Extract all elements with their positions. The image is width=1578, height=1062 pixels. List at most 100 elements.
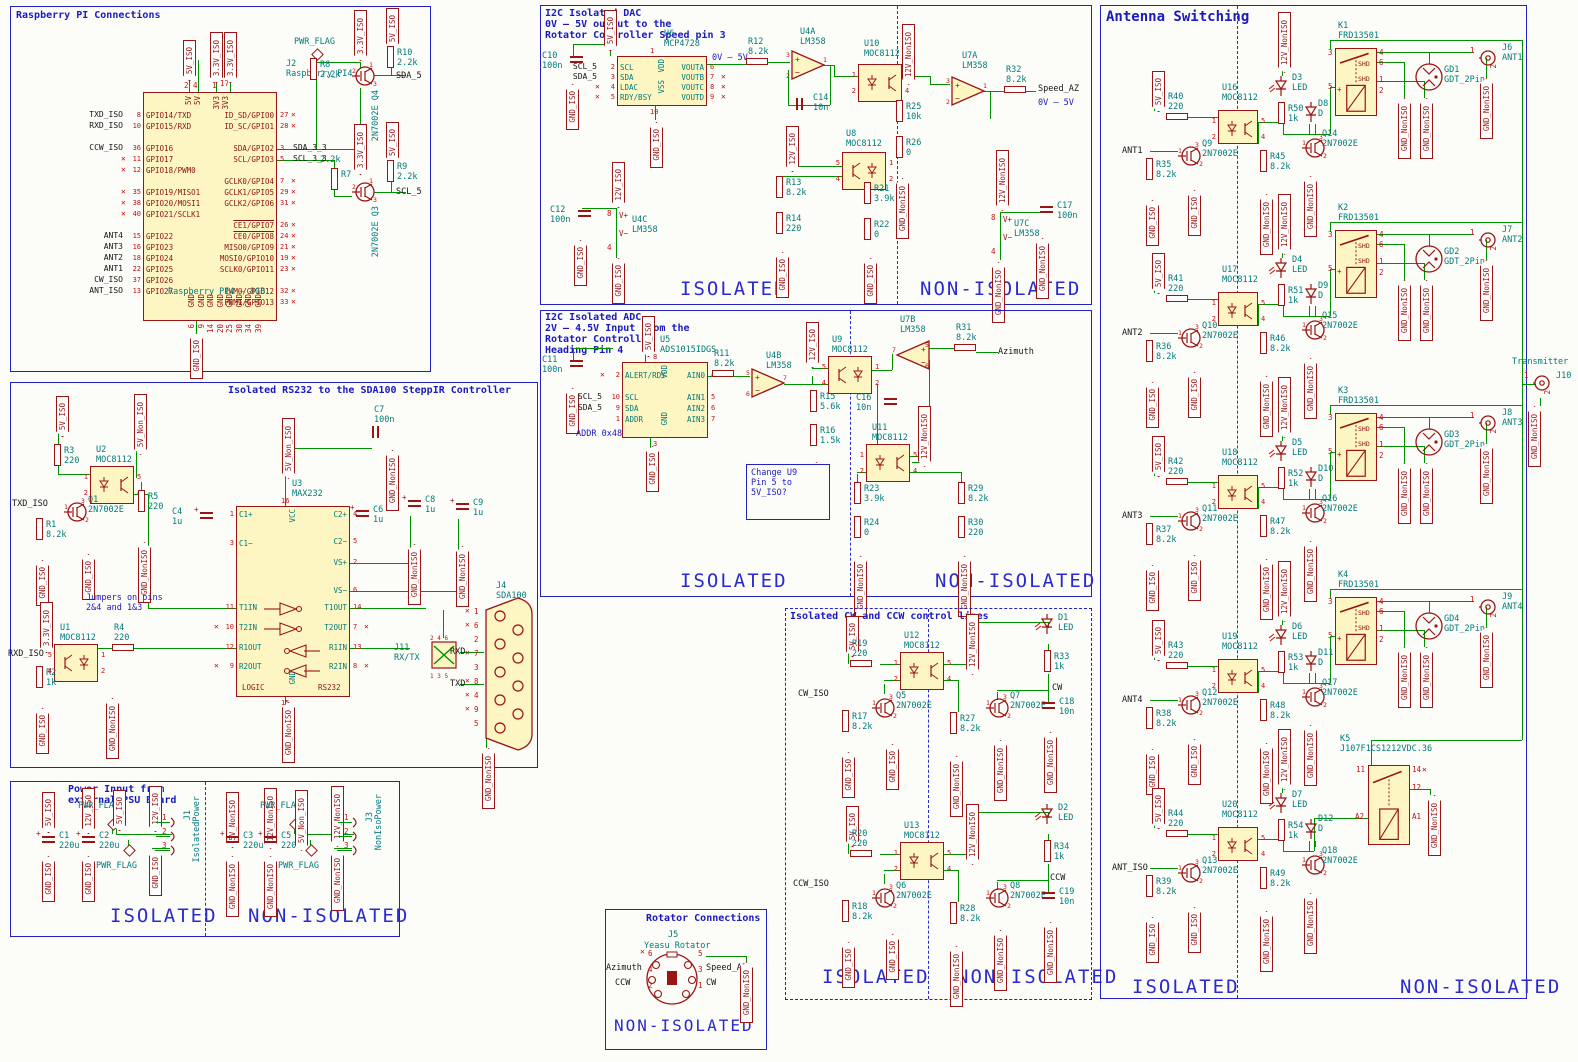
net-label-cw[interactable]: CW xyxy=(706,978,717,988)
ic-U6[interactable] xyxy=(617,56,707,106)
connector-J9[interactable] xyxy=(1479,598,1497,616)
power-flag-5v-iso[interactable]: 5V_ISO xyxy=(183,40,196,81)
opamp-U7A[interactable]: +−321 xyxy=(946,76,987,106)
resistor-R12[interactable] xyxy=(746,58,768,65)
led-D3[interactable] xyxy=(1268,76,1288,96)
resistor-R51[interactable] xyxy=(1278,284,1285,306)
resistor-R30[interactable] xyxy=(958,516,965,538)
power-flag-12v-noniso[interactable]: 12V_NonISO xyxy=(902,24,915,85)
power-flag-3-3v-iso[interactable]: 3.3V_ISO xyxy=(354,124,367,175)
resistor-R33[interactable] xyxy=(1044,650,1051,672)
resistor-R9[interactable] xyxy=(387,160,394,182)
opamp-U7B[interactable]: +−567 xyxy=(892,340,931,370)
power-flag-gnd-noniso[interactable]: GND_NonISO xyxy=(950,946,963,1007)
transistor-Q8[interactable]: 132 xyxy=(986,883,1012,910)
power-flag-gnd-iso[interactable]: GND_ISO xyxy=(1188,555,1201,602)
resistor-R1[interactable] xyxy=(36,518,43,540)
power-flag-gnd-iso[interactable]: GND_ISO xyxy=(1146,917,1159,964)
net-label-rxd-iso[interactable]: RXD_ISO xyxy=(89,121,123,130)
net-label-ccw[interactable]: CCW xyxy=(1050,873,1066,883)
capacitor-C12[interactable] xyxy=(578,210,591,213)
power-flag-5v-iso[interactable]: 5V_ISO xyxy=(1152,253,1165,294)
resistor-R28[interactable] xyxy=(950,902,957,924)
net-label-ant2[interactable]: ANT2 xyxy=(1122,328,1143,338)
net-label-sda-5[interactable]: SDA_5 xyxy=(396,71,422,81)
gas-discharge-tube-GD4[interactable] xyxy=(1414,611,1444,641)
resistor-R48[interactable] xyxy=(1260,699,1267,721)
net-label-ccw-iso[interactable]: CCW_ISO xyxy=(89,143,123,152)
power-flag-gnd-noniso[interactable]: GND_NonISO xyxy=(1260,911,1273,972)
resistor-R36[interactable] xyxy=(1146,340,1153,362)
power-flag-gnd-noniso[interactable]: GND_NonISO xyxy=(331,850,344,911)
power-flag-gnd-iso[interactable]: GND_ISO xyxy=(36,708,49,755)
power-flag-gnd-iso[interactable]: GND_ISO xyxy=(1146,565,1159,612)
power-flag-5v-iso[interactable]: 5V_ISO xyxy=(386,122,399,163)
net-label-ant4[interactable]: ANT4 xyxy=(1122,695,1143,705)
power-flag-12v-noniso[interactable]: 12V_NonISO xyxy=(1278,377,1291,438)
ic-U10[interactable] xyxy=(858,64,902,102)
power-flag-gnd-iso[interactable]: GND_ISO xyxy=(42,856,55,903)
power-flag-5v-non-iso[interactable]: 5V_Non_ISO xyxy=(282,418,295,479)
transistor-Q17[interactable]: 132 xyxy=(1302,682,1328,709)
capacitor-C2[interactable] xyxy=(82,836,95,839)
resistor-R15[interactable] xyxy=(810,390,817,412)
resistor-R5[interactable] xyxy=(138,490,145,512)
power-flag-5v-iso[interactable]: 5V_ISO xyxy=(42,792,55,833)
power-flag-gnd-noniso[interactable]: GND_NonISO xyxy=(1304,358,1317,419)
transistor-Q15[interactable]: 132 xyxy=(1302,315,1328,342)
power-flag-gnd-iso[interactable]: GND_ISO xyxy=(1188,372,1201,419)
header-pin-J3[interactable] xyxy=(352,817,360,828)
resistor-R35[interactable] xyxy=(1146,158,1153,180)
power-flag-gnd-iso[interactable]: GND_ISO xyxy=(886,744,899,791)
power-flag-gnd-iso[interactable]: GND_ISO xyxy=(1146,382,1159,429)
resistor-R11[interactable] xyxy=(712,370,734,377)
power-flag-gnd-iso[interactable]: GND_ISO xyxy=(1188,190,1201,237)
net-label-cw[interactable]: CW xyxy=(1052,683,1063,693)
gas-discharge-tube-GD3[interactable] xyxy=(1414,427,1444,457)
power-flag-gnd-iso[interactable]: GND_ISO xyxy=(82,554,95,601)
resistor-R54[interactable] xyxy=(1278,819,1285,841)
power-flag-gnd-noniso[interactable]: GND_NonISO xyxy=(1420,463,1433,524)
resistor-R52[interactable] xyxy=(1278,467,1285,489)
power-flag-5v-iso[interactable]: 5V_ISO xyxy=(113,790,126,831)
power-flag-gnd-noniso[interactable]: GND_NonISO xyxy=(1398,280,1411,341)
ic-raspberry-pi4[interactable] xyxy=(143,92,277,321)
header-pin-J1[interactable] xyxy=(170,817,178,828)
power-flag-gnd-iso[interactable]: GND_ISO xyxy=(886,934,899,981)
power-flag-gnd-noniso[interactable]: GND_NonISO xyxy=(1304,176,1317,237)
led-D2[interactable] xyxy=(1034,804,1054,824)
resistor-R32[interactable] xyxy=(1004,86,1026,93)
power-flag-gnd-noniso[interactable]: GND_NonISO xyxy=(994,930,1007,991)
transistor-Q7[interactable]: 132 xyxy=(986,693,1012,720)
power-flag-5v-iso[interactable]: 5V_ISO xyxy=(846,806,859,847)
power-flag-5v-iso[interactable]: 5V_ISO xyxy=(56,396,69,437)
net-label-sda-5[interactable]: SDA_5 xyxy=(577,403,602,412)
diode-D8[interactable] xyxy=(1304,102,1318,122)
opamp-U4A[interactable]: +−321 xyxy=(786,50,827,80)
power-flag-5v-noniso[interactable]: 5V_NonISO xyxy=(226,792,239,848)
transistor-Q5[interactable]: 132 xyxy=(872,693,898,720)
ic-U18[interactable] xyxy=(1218,475,1258,509)
power-flag-gnd-iso[interactable]: GND_ISO xyxy=(650,122,663,169)
power-flag-gnd-noniso[interactable]: GND_NonISO xyxy=(386,450,399,511)
power-flag-3-3v-iso[interactable]: 3.3V_ISO xyxy=(40,602,53,653)
net-label-ant3[interactable]: ANT3 xyxy=(1122,511,1143,521)
net-label-rxd[interactable]: RXD xyxy=(450,647,466,657)
power-flag-12v-noniso[interactable]: 12V_NonISO xyxy=(918,406,931,467)
gas-discharge-tube-GD1[interactable] xyxy=(1414,62,1444,92)
transistor-Q11[interactable]: 132 xyxy=(1178,506,1204,533)
resistor-R7[interactable] xyxy=(331,168,338,190)
power-flag-gnd-iso[interactable]: GND_ISO xyxy=(864,258,877,305)
power-flag-gnd-iso[interactable]: GND_ISO xyxy=(842,942,855,989)
opamp-U4B[interactable]: +−567 xyxy=(746,368,787,398)
power-flag-gnd-noniso[interactable]: GND_NonISO xyxy=(950,756,963,817)
power-flag-gnd-iso[interactable]: GND_ISO xyxy=(149,850,162,897)
resistor-R4[interactable] xyxy=(112,644,134,651)
power-flag-gnd-noniso[interactable]: GND_NonISO xyxy=(1480,443,1493,504)
power-flag-gnd-noniso[interactable]: GND_NonISO xyxy=(896,178,909,239)
diode-D9[interactable] xyxy=(1304,284,1318,304)
power-flag-gnd-noniso[interactable]: GND_NonISO xyxy=(740,962,753,1023)
power-flag-gnd-noniso[interactable]: GND_NonISO xyxy=(408,544,421,605)
resistor-R13[interactable] xyxy=(776,176,783,198)
power-flag-gnd-noniso[interactable]: GND_NonISO xyxy=(1398,463,1411,524)
